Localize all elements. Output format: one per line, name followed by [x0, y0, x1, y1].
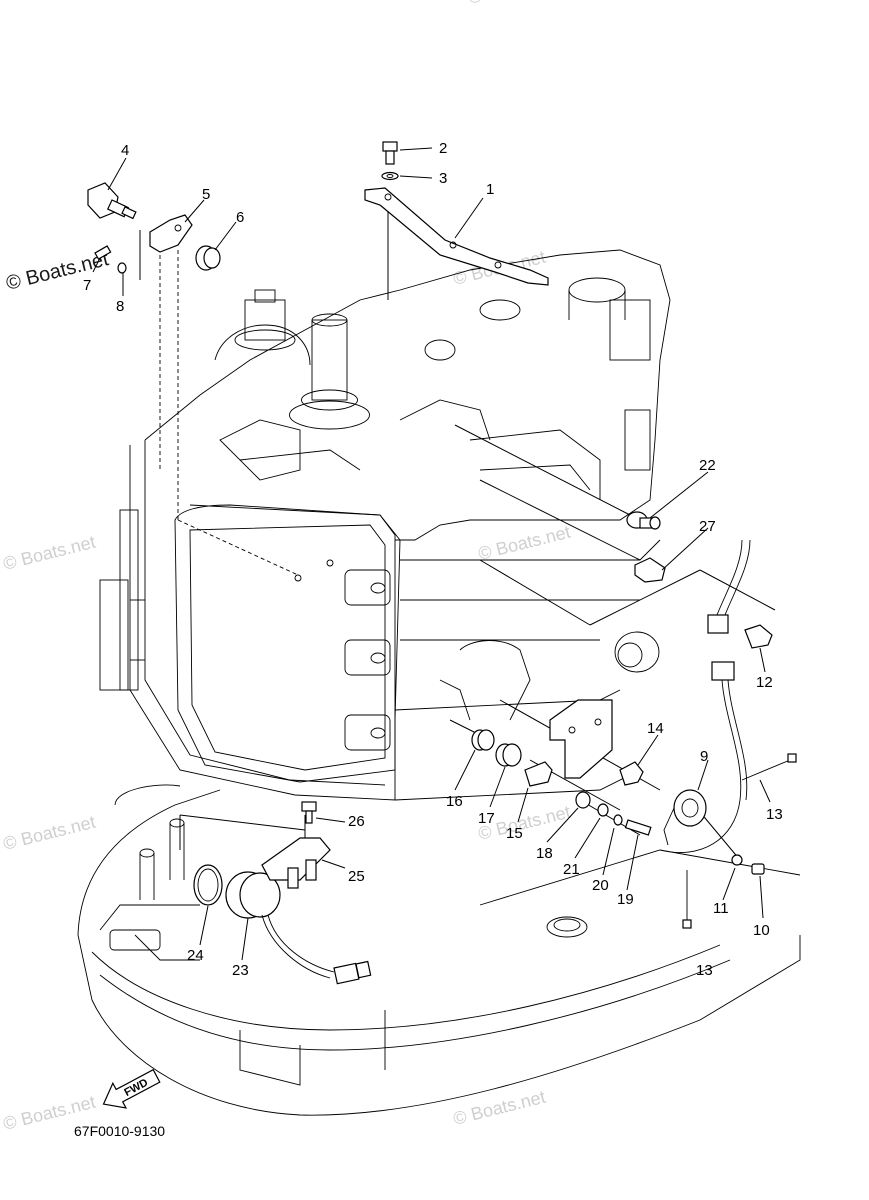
- wire-harness: [659, 539, 751, 853]
- callout-20: 20: [592, 877, 609, 894]
- callout-27: 27: [699, 518, 716, 535]
- callout-13-lower: 13: [696, 962, 713, 979]
- callout-10: 10: [753, 922, 770, 939]
- engine-block: [99, 249, 671, 801]
- part-11-washer: [731, 854, 743, 866]
- callout-leaders: [92, 147, 771, 961]
- part-21-washer: [597, 803, 609, 817]
- watermarks: © Boats.net © Boats.net © Boats.net © Bo…: [1, 0, 572, 1134]
- mount-posts: [139, 818, 185, 900]
- callout-1: 1: [486, 181, 494, 198]
- leader-lines: [139, 205, 776, 861]
- part-5-clamp: [149, 214, 193, 253]
- callout-5: 5: [202, 186, 210, 203]
- part-1-bracket: [364, 187, 549, 286]
- fwd-arrow: FWD: [102, 1068, 161, 1109]
- part-25-bracket: [261, 837, 331, 889]
- part-6-grommet: [195, 245, 221, 271]
- drawing-code: 67F0010-9130: [74, 1123, 165, 1139]
- callout-3: 3: [439, 170, 447, 187]
- part-3-washer: [381, 171, 399, 181]
- part-22-sensor: [626, 511, 661, 530]
- callout-14: 14: [647, 720, 664, 737]
- callout-19: 19: [617, 891, 634, 908]
- part-15-bracket: [524, 761, 553, 787]
- part-7-screw: [94, 245, 112, 260]
- callout-2: 2: [439, 140, 447, 157]
- part-13-tie-upper: [741, 753, 797, 781]
- watermark: © Boats.net: [466, 0, 562, 8]
- bracket-plate: [549, 699, 613, 779]
- part-19-screw: [624, 819, 652, 836]
- part-12-clamp: [744, 624, 773, 649]
- callout-15: 15: [506, 825, 523, 842]
- callout-11: 11: [713, 900, 729, 917]
- callout-18: 18: [536, 845, 553, 862]
- watermark: © Boats.net: [476, 522, 572, 564]
- watermark: © Boats.net: [1, 532, 97, 574]
- part-26-bolt: [301, 801, 317, 824]
- callout-13-upper: 13: [766, 806, 783, 823]
- part-13-tie-lower: [682, 870, 692, 929]
- part-17-grommet: [495, 743, 522, 767]
- part-9-switch: [663, 789, 707, 846]
- part-24-oring: [193, 864, 223, 906]
- callout-7: 7: [83, 277, 91, 294]
- part-27-clip: [634, 557, 666, 583]
- callout-24: 24: [187, 947, 204, 964]
- callout-9: 9: [700, 748, 708, 765]
- part-14-clip: [619, 761, 644, 786]
- callout-25: 25: [348, 868, 365, 885]
- part-20-washer: [613, 814, 623, 826]
- callout-17: 17: [478, 810, 495, 827]
- part-18-washer: [575, 791, 591, 809]
- fwd-label: FWD: [122, 1077, 150, 1099]
- callout-23: 23: [232, 962, 249, 979]
- part-8-washer: [117, 262, 127, 274]
- part-4-sensor: [87, 182, 137, 220]
- part-2-bolt: [382, 141, 398, 165]
- callout-16: 16: [446, 793, 463, 810]
- part-10-screw: [751, 863, 765, 875]
- camshaft-pulley: [214, 289, 311, 366]
- watermark: © Boats.net: [1, 812, 97, 854]
- callout-8: 8: [116, 298, 124, 315]
- part-23-sensor: [225, 871, 372, 985]
- callout-22: 22: [699, 457, 716, 474]
- callout-26: 26: [348, 813, 365, 830]
- watermark: © Boats.net: [451, 1087, 547, 1129]
- callout-21: 21: [563, 861, 580, 878]
- exhaust-ports: [344, 569, 391, 751]
- callout-12: 12: [756, 674, 773, 691]
- part-16-bushing: [471, 729, 495, 751]
- callout-6: 6: [236, 209, 244, 226]
- callout-4: 4: [121, 142, 129, 159]
- watermark-primary: © Boats.net: [4, 248, 111, 295]
- crankshaft-top: [289, 313, 370, 430]
- callout-numbers: 1 2 3 4 5 6 7 8 9 10 11 12 13 13 14 15 1…: [83, 140, 783, 979]
